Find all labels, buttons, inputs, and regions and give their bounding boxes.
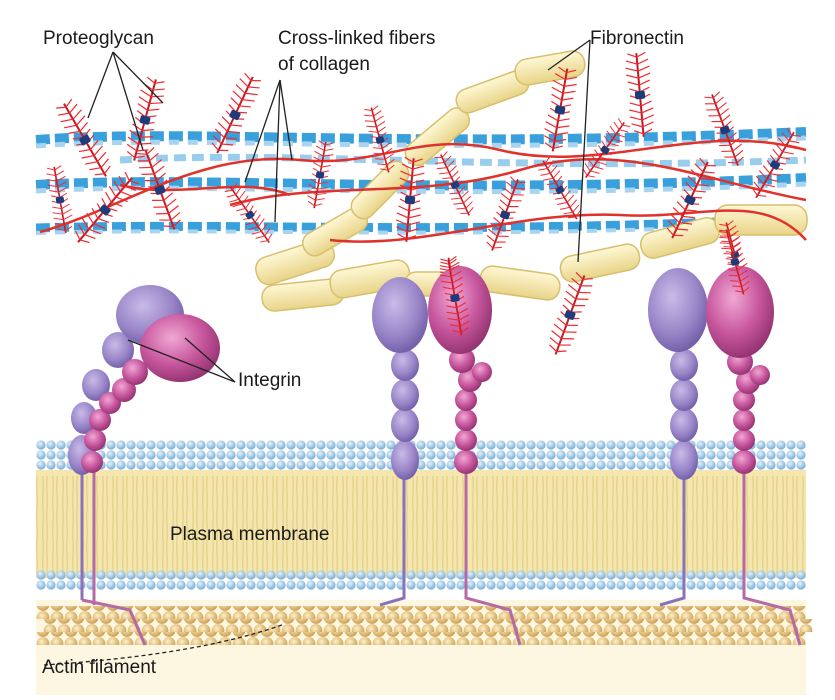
leader-lines	[43, 39, 591, 666]
fibronectin-label: Fibronectin	[590, 28, 684, 49]
lipid-heads-bottom	[36, 570, 806, 580]
integrin-label: Integrin	[238, 370, 302, 391]
integrin-extended-center	[372, 257, 522, 646]
actin-filament-label: Actin filament	[42, 657, 157, 678]
proteoglycan-label: Proteoglycan	[43, 28, 154, 49]
collagen-label-line1: Cross-linked fibers	[278, 28, 436, 49]
actin-filament	[36, 606, 813, 645]
lipid-heads-top	[36, 440, 806, 450]
integrin-bent	[68, 285, 220, 646]
plasma-membrane	[36, 440, 806, 590]
integrin-extended-right	[648, 226, 802, 646]
collagen-label-line2: of collagen	[278, 54, 370, 75]
plasma-membrane-label: Plasma membrane	[170, 524, 330, 545]
